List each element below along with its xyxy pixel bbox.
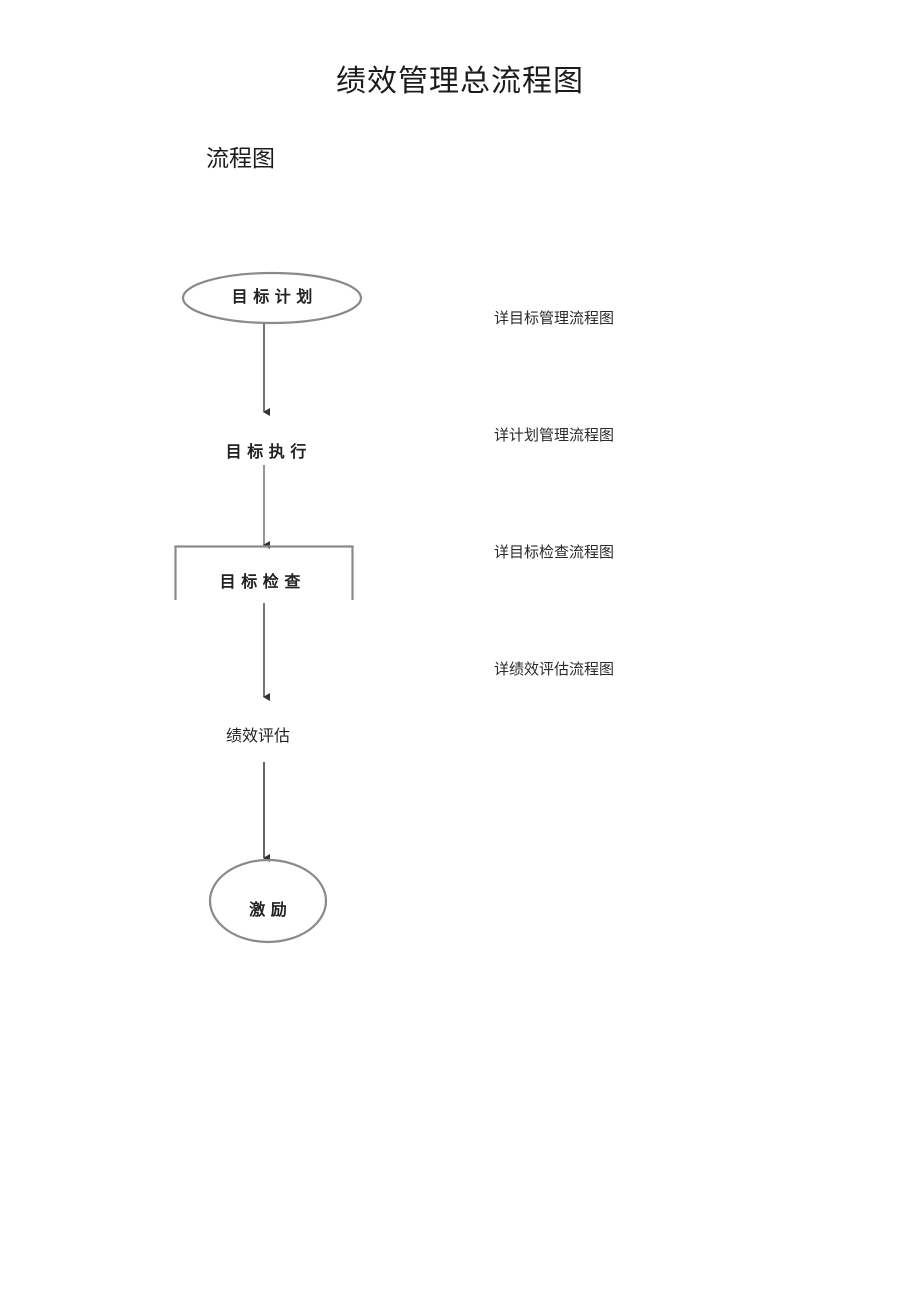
detail-link-plan-management[interactable]: 详计划管理流程图 (494, 426, 615, 444)
node-incentive-label: 激 励 (249, 900, 287, 919)
detail-link-goal-check[interactable]: 详目标检查流程图 (494, 543, 615, 561)
node-performance-evaluation-label: 绩效评估 (225, 726, 290, 745)
node-goal-check-label: 目 标 检 查 (219, 572, 301, 591)
goal-check-bracket-box (174, 545, 354, 600)
page-title: 绩效管理总流程图 (336, 64, 584, 99)
goal-plan-ellipse (181, 271, 363, 325)
section-heading: 流程图 (206, 146, 275, 172)
detail-link-performance-evaluation[interactable]: 详绩效评估流程图 (494, 660, 615, 678)
node-goal-plan-label: 目 标 计 划 (231, 287, 313, 306)
incentive-ellipse (208, 858, 328, 944)
detail-link-goal-management[interactable]: 详目标管理流程图 (494, 309, 615, 327)
node-goal-execution-label: 目 标 执 行 (225, 442, 307, 461)
